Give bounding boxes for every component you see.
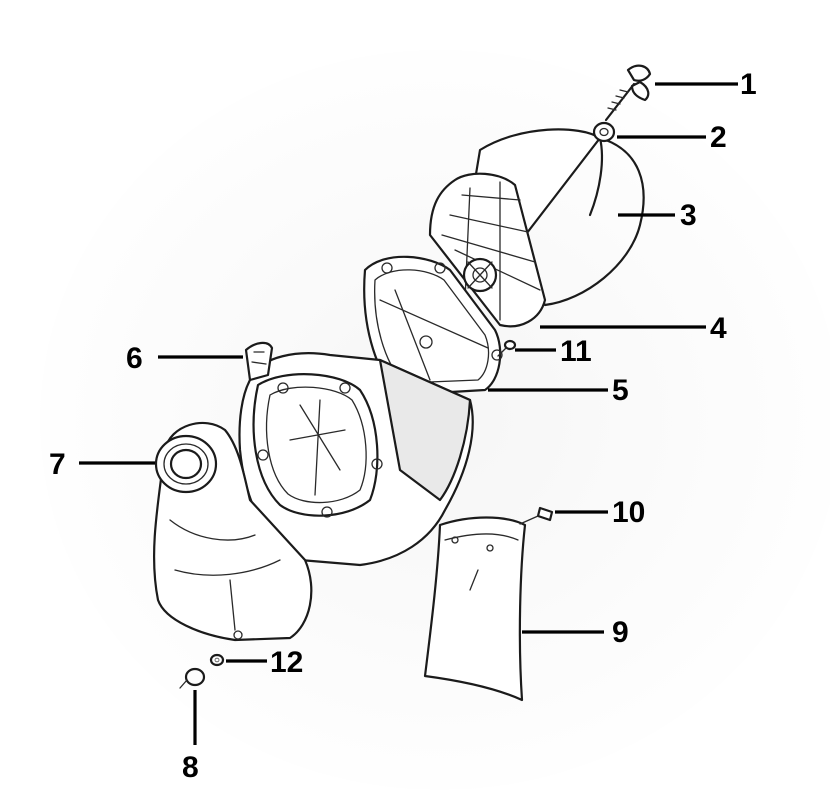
callout-3: 3 [680, 199, 697, 232]
callout-labels: 1 2 3 4 5 6 7 8 9 10 11 12 [49, 68, 757, 784]
callout-11: 11 [560, 335, 592, 368]
callout-10: 10 [612, 496, 645, 529]
callout-8: 8 [182, 751, 199, 784]
mud-flap-9 [423, 516, 527, 702]
screw-11 [497, 339, 517, 357]
callout-9: 9 [612, 616, 629, 649]
callout-12: 12 [270, 646, 303, 679]
drain-plug-8 [179, 667, 206, 689]
retaining-clip-6 [244, 341, 274, 382]
washer-12 [209, 653, 225, 667]
intake-duct-7 [152, 421, 313, 642]
airbox-housing [238, 352, 474, 567]
filter-cage-4 [428, 172, 547, 328]
leader-lines [79, 82, 738, 745]
callout-7: 7 [49, 448, 66, 481]
callout-1: 1 [740, 68, 757, 101]
screw-10 [519, 506, 554, 525]
wing-bolt-1 [604, 64, 652, 122]
callout-5: 5 [612, 374, 629, 407]
callout-4: 4 [710, 312, 727, 345]
washer-2 [592, 121, 616, 143]
callout-2: 2 [710, 121, 727, 154]
airbox-flange-5 [363, 255, 503, 397]
callout-6: 6 [126, 342, 143, 375]
